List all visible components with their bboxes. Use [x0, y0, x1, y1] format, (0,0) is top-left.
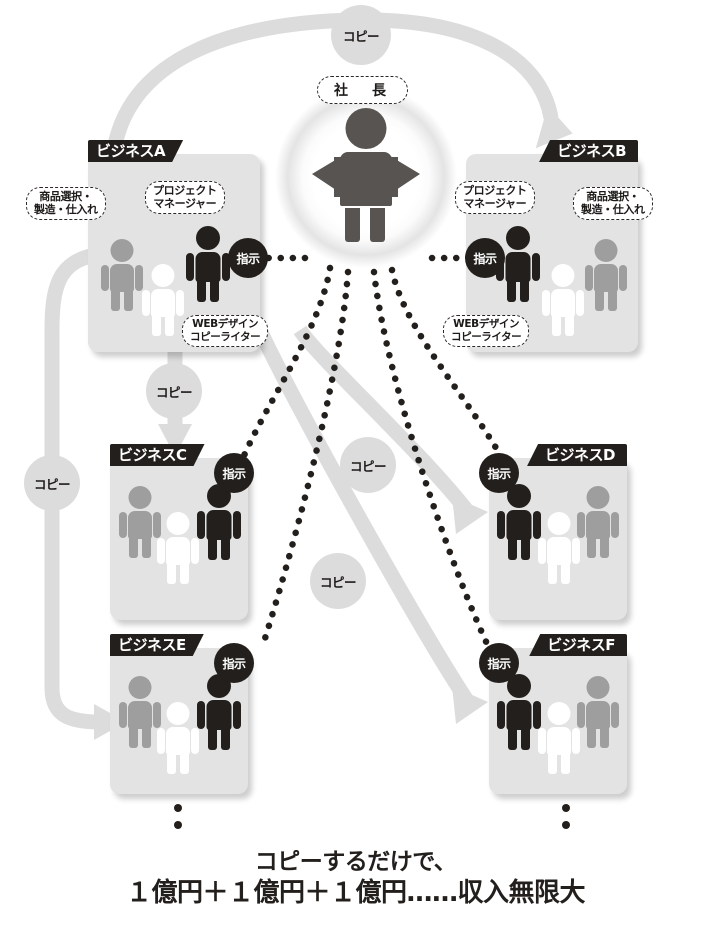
instruction-line-to-e [258, 268, 352, 652]
role-manager-line2: マネージャー [153, 197, 217, 211]
arrowhead-b [535, 105, 573, 149]
person-product-d [575, 486, 621, 558]
arrowhead-f [452, 686, 488, 724]
person-web-c [155, 512, 201, 584]
role-bubble-web-b: WEBデザイン コピーライター [443, 315, 530, 347]
role-web-line2: コピーライター [451, 330, 522, 343]
person-product-e [117, 676, 163, 748]
arrowhead-c [158, 424, 192, 456]
instruction-line-to-c [239, 264, 334, 462]
instruction-line-to-d [388, 266, 507, 464]
copy-node-top: コピー [331, 5, 391, 65]
role-bubble-manager-a: プロジェクト マネージャー [145, 181, 225, 214]
copy-node-b-to-d: コピー [340, 437, 396, 493]
president-figure [312, 108, 420, 242]
copy-node-a-to-e: コピー [24, 455, 80, 511]
caption-line-2: １億円＋１億円＋１億円……収入無限大 [125, 878, 586, 908]
role-manager-line2: マネージャー [463, 197, 527, 211]
business-d-title: ビジネスD [527, 444, 627, 466]
person-web-f [536, 702, 582, 774]
business-a-title: ビジネスA [88, 140, 183, 162]
person-web-e [155, 702, 201, 774]
copy-arrow-b-to-f [253, 326, 475, 707]
role-product-line1: 商品選択・ [586, 190, 640, 203]
role-product-line1: 商品選択・ [39, 190, 93, 203]
role-product-line2: 製造・仕入れ [34, 203, 98, 217]
person-product-c [117, 486, 163, 558]
business-c-title: ビジネスC [110, 444, 205, 466]
role-manager-line1: プロジェクト [153, 184, 217, 197]
copy-arrow-b-to-d [293, 325, 474, 517]
role-bubble-web-a: WEBデザイン コピーライター [182, 315, 269, 347]
instruction-badge-e: 指示 [214, 643, 254, 683]
president-label: 社 長 [317, 76, 408, 104]
person-product-a [99, 239, 145, 311]
person-web-a [140, 264, 186, 336]
person-web-d [536, 512, 582, 584]
instruction-badge-c: 指示 [214, 453, 254, 493]
role-web-line1: WEBデザイン [453, 318, 520, 330]
role-web-line2: コピーライター [190, 330, 261, 343]
business-e-title: ビジネスE [110, 634, 204, 656]
person-manager-e [195, 674, 243, 750]
continuation-dots-left [174, 804, 182, 829]
person-product-b [583, 239, 629, 311]
instruction-badge-b: 指示 [465, 238, 505, 278]
role-web-line1: WEBデザイン [192, 318, 259, 330]
copy-node-b-to-f: コピー [310, 553, 366, 609]
continuation-dots-right [562, 804, 570, 829]
role-bubble-product-b: 商品選択・ 製造・仕入れ [573, 187, 653, 220]
instruction-badge-a: 指示 [228, 238, 268, 278]
arrow-heads [94, 105, 573, 740]
instruction-badge-f: 指示 [479, 643, 519, 683]
copy-arrow-a-to-e [44, 247, 101, 730]
person-manager-f [495, 674, 543, 750]
person-web-b [540, 264, 586, 336]
role-product-line2: 製造・仕入れ [581, 203, 645, 217]
arrowhead-d [452, 496, 488, 534]
role-manager-line1: プロジェクト [463, 184, 527, 197]
role-bubble-product-a: 商品選択・ 製造・仕入れ [26, 187, 106, 220]
person-manager-a [184, 226, 232, 302]
person-product-f [575, 676, 621, 748]
instruction-badge-d: 指示 [479, 453, 519, 493]
business-f-title: ビジネスF [529, 634, 627, 656]
role-bubble-manager-b: プロジェクト マネージャー [455, 181, 535, 214]
caption: コピーするだけで、 １億円＋１億円＋１億円……収入無限大 [0, 847, 711, 910]
instruction-line-to-f [370, 268, 493, 652]
copy-node-a-to-c: コピー [146, 363, 202, 419]
caption-line-1: コピーするだけで、 [254, 849, 457, 875]
business-b-title: ビジネスB [539, 140, 638, 162]
person-manager-c [195, 484, 243, 560]
president-arms [312, 156, 420, 197]
